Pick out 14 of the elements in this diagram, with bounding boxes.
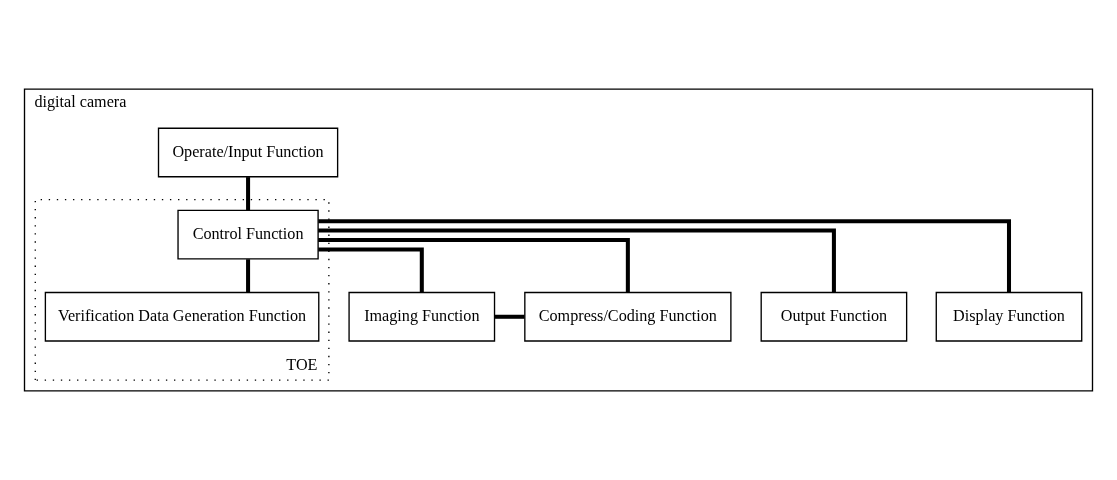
connector <box>318 219 1011 293</box>
node-box: Verification Data Generation Function <box>44 291 320 342</box>
connector <box>246 259 251 293</box>
connector <box>318 247 424 293</box>
node-box: Control Function <box>177 209 319 260</box>
node-box: Operate/Input Function <box>157 127 339 178</box>
node-box: Imaging Function <box>348 291 496 342</box>
connector <box>318 238 630 293</box>
connector <box>318 228 836 293</box>
node-box: Output Function <box>760 291 908 342</box>
connector <box>495 314 525 319</box>
node-box: Compress/Coding Function <box>524 291 732 342</box>
node-box: Display Function <box>935 291 1083 342</box>
connector <box>246 177 251 210</box>
